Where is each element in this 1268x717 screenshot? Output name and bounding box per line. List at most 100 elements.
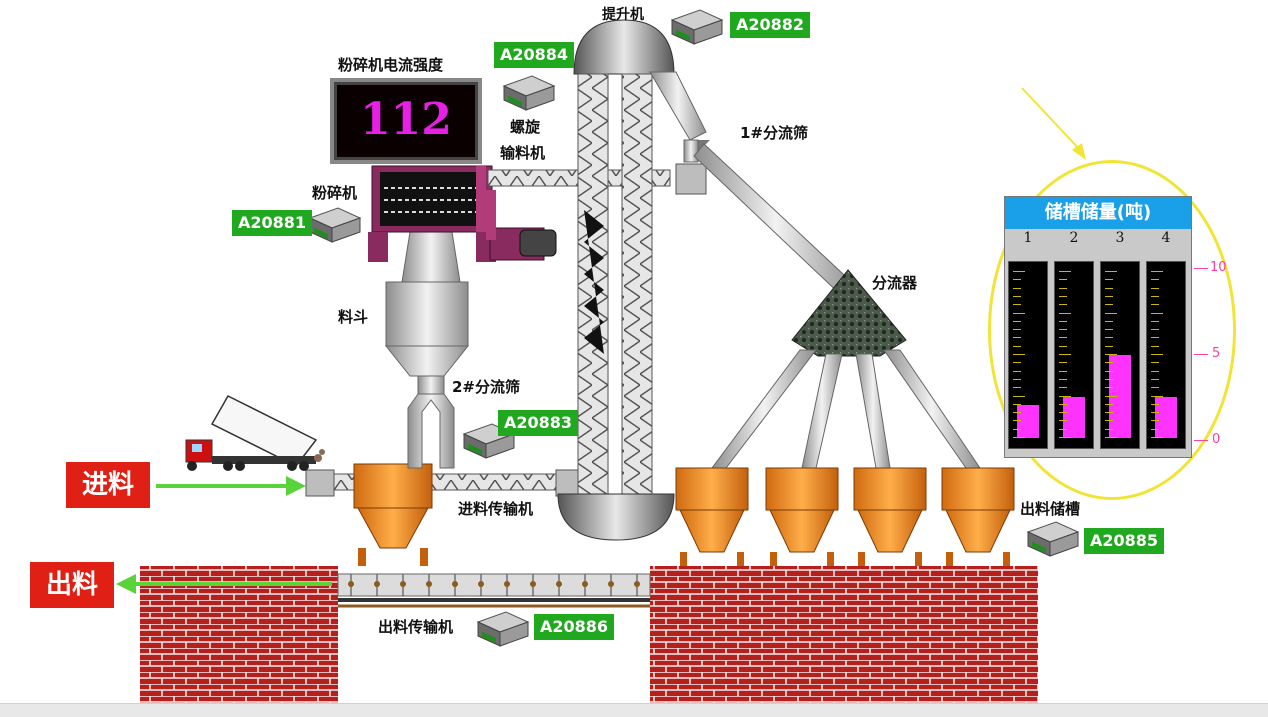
tank-level-well xyxy=(1054,261,1094,449)
status-strip xyxy=(0,703,1268,717)
crusher-current-value: 112 xyxy=(360,94,452,145)
scale-tick xyxy=(1059,387,1067,389)
scale-tick xyxy=(1151,354,1163,355)
scale-tick xyxy=(1059,354,1071,355)
scale-tick xyxy=(1151,378,1159,380)
tank-level-bar xyxy=(1017,404,1039,438)
highlight-pointer xyxy=(1021,87,1086,160)
discharge-conveyor xyxy=(337,573,651,608)
scale-tick xyxy=(1059,395,1071,397)
scale-tick xyxy=(1105,304,1113,306)
device-tag-a20882[interactable]: A20882 xyxy=(730,12,811,38)
feed-button[interactable]: 进料 xyxy=(66,462,150,508)
scale-tick xyxy=(1013,304,1021,306)
terminal-box-icon[interactable] xyxy=(1027,521,1079,557)
label-hopper: 料斗 xyxy=(338,308,369,326)
scale-tick xyxy=(1105,362,1113,364)
scale-tick xyxy=(1105,387,1113,389)
dump-truck xyxy=(185,395,325,471)
feed-tank xyxy=(353,463,433,566)
label-outlet-tanks: 出料储槽 xyxy=(1020,500,1081,518)
axis-label-5: 5 xyxy=(1212,346,1221,361)
scale-tick xyxy=(1105,271,1117,272)
scale-tick xyxy=(1151,345,1159,347)
label-diverter: 分流器 xyxy=(872,274,918,292)
scale-tick xyxy=(1059,312,1071,314)
scale-tick xyxy=(1059,420,1067,422)
scale-tick xyxy=(1013,437,1025,438)
device-tag-a20885[interactable]: A20885 xyxy=(1084,528,1165,554)
scale-tick xyxy=(1059,279,1067,281)
tank-level-bar xyxy=(1109,355,1131,438)
scale-tick xyxy=(1059,295,1067,297)
scale-tick xyxy=(1105,329,1113,331)
tank-column-header: 1 xyxy=(1023,230,1033,246)
scale-tick xyxy=(1059,345,1067,347)
scale-tick xyxy=(1151,428,1159,430)
scale-tick xyxy=(1013,337,1021,339)
storage-panel-title: 储槽储量(吨) xyxy=(1005,197,1191,229)
scale-tick xyxy=(1013,387,1021,389)
scale-tick xyxy=(1151,337,1159,339)
scale-tick xyxy=(1059,437,1071,438)
label-screw-conveyor-1: 螺旋 xyxy=(510,118,541,136)
tank-column-header: 4 xyxy=(1161,230,1171,246)
label-elevator: 提升机 xyxy=(602,7,644,23)
screen-1 xyxy=(649,71,859,299)
scale-tick xyxy=(1105,337,1113,339)
crusher xyxy=(368,165,557,262)
terminal-box-icon[interactable] xyxy=(477,611,529,647)
discharge-button[interactable]: 出料 xyxy=(30,562,114,608)
scale-tick xyxy=(1105,345,1113,347)
storage-level-panel: 储槽储量(吨) 1 2 3 4 xyxy=(1004,196,1192,458)
scale-tick xyxy=(1151,395,1163,397)
axis-label-10: 10 xyxy=(1210,260,1227,275)
bucket-elevator xyxy=(557,19,675,541)
scale-tick xyxy=(1151,329,1159,331)
scale-tick xyxy=(1059,378,1067,380)
scale-tick xyxy=(1013,362,1021,364)
scale-tick xyxy=(1151,295,1159,297)
scale-tick xyxy=(1013,370,1021,372)
terminal-box-icon[interactable] xyxy=(671,9,723,45)
feed-conveyor xyxy=(305,469,579,497)
scale-tick xyxy=(1059,428,1067,430)
feed-arrow xyxy=(156,476,306,496)
device-tag-a20886[interactable]: A20886 xyxy=(534,614,615,640)
scale-tick xyxy=(1059,412,1067,414)
scale-tick xyxy=(1059,362,1067,364)
axis-tick xyxy=(1194,354,1208,355)
axis-tick xyxy=(1194,440,1208,441)
tank-level-bar xyxy=(1063,396,1085,438)
scale-tick xyxy=(1105,312,1117,314)
scale-tick xyxy=(1013,271,1025,272)
scale-tick xyxy=(1151,437,1163,438)
tank-level-well xyxy=(1100,261,1140,449)
diverter-pipes xyxy=(711,349,981,469)
scale-tick xyxy=(1151,304,1159,306)
tank-column-header: 2 xyxy=(1069,230,1079,246)
scale-tick xyxy=(1105,420,1113,422)
device-tag-a20884[interactable]: A20884 xyxy=(494,42,575,68)
scale-tick xyxy=(1059,337,1067,339)
scale-tick xyxy=(1151,312,1163,314)
scale-tick xyxy=(1151,370,1159,372)
scale-tick xyxy=(1151,387,1159,389)
device-tag-a20883[interactable]: A20883 xyxy=(498,410,579,436)
label-crusher: 粉碎机 xyxy=(312,184,358,202)
scale-tick xyxy=(1151,287,1159,289)
terminal-box-icon[interactable] xyxy=(309,207,361,243)
outlet-tanks xyxy=(675,467,1015,566)
device-tag-a20881[interactable]: A20881 xyxy=(232,210,313,236)
scale-tick xyxy=(1151,362,1159,364)
label-crusher-current: 粉碎机电流强度 xyxy=(338,56,444,74)
scale-tick xyxy=(1013,287,1021,289)
scale-tick xyxy=(1105,279,1113,281)
discharge-arrow xyxy=(116,574,332,594)
diverter-cone xyxy=(791,269,907,357)
scale-tick xyxy=(1013,420,1021,422)
terminal-box-icon[interactable] xyxy=(503,75,555,111)
scale-tick xyxy=(1151,403,1159,405)
scale-tick xyxy=(1105,395,1117,397)
scale-tick xyxy=(1013,295,1021,297)
